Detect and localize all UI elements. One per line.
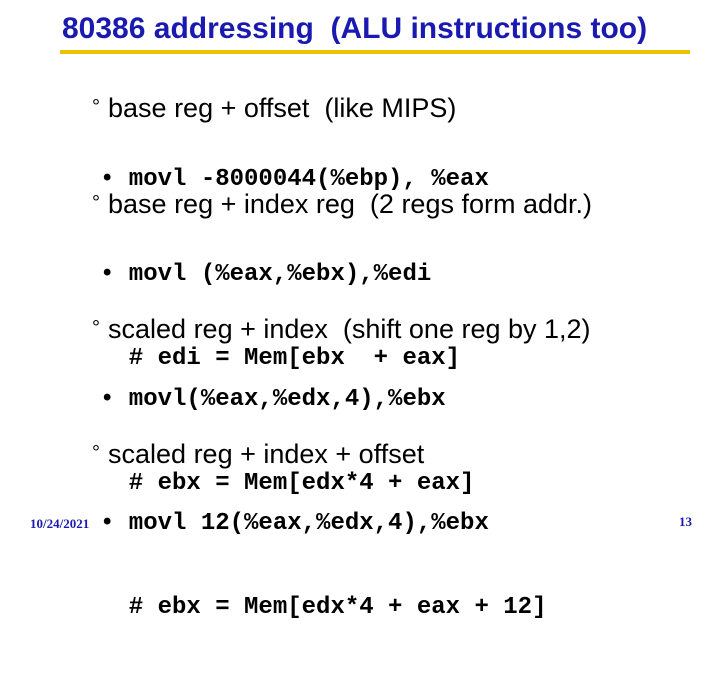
bullet-text: base reg + index reg (2 regs form addr.) [108,189,593,219]
bullet-text: scaled reg + index (shift one reg by 1,2… [108,314,591,344]
bullet-mark: ° [92,442,101,464]
code-comment: # ebx = Mem[edx*4 + eax + 12] [100,594,547,621]
code-comment: # ebx = Mem[edx*4 + eax] [100,470,475,497]
bullet-heading-3: ° scaled reg + index (shift one reg by 1,… [62,283,591,376]
code-block-1: • movl -8000044(%ebp), %eax [100,110,489,250]
bullet-text: base reg + offset (like MIPS) [108,93,457,123]
code-block-3: • movl(%eax,%edx,4),%ebx # ebx = Mem[edx… [100,330,474,554]
code-comment: # edi = Mem[ebx + eax] [100,345,461,372]
bullet-heading-1: ° base reg + offset (like MIPS) [62,62,456,155]
page-number: 13 [679,514,692,529]
code-line: • movl(%eax,%edx,4),%ebx [100,386,446,413]
code-block-4: • movl 12(%eax,%edx,4),%ebx # ebx = Mem[… [100,454,546,678]
bullet-mark: ° [92,192,101,214]
code-block-2: • movl (%eax,%ebx),%edi # edi = Mem[ebx … [100,205,460,429]
code-line: • movl -8000044(%ebp), %eax [100,166,489,193]
code-line: • movl 12(%eax,%edx,4),%ebx [100,510,489,537]
code-line: • movl (%eax,%ebx),%edi [100,261,432,288]
slide-title: 80386 addressing (ALU instructions too) [62,12,648,45]
bullet-mark: ° [92,96,101,118]
footer-date: 10/24/2021 [30,516,90,531]
bullet-heading-2: ° base reg + index reg (2 regs form addr.… [62,158,592,251]
title-underline [60,50,690,54]
bullet-text: scaled reg + index + offset [108,439,425,469]
bullet-heading-4: ° scaled reg + index + offset [62,408,424,501]
bullet-mark: ° [92,317,101,339]
